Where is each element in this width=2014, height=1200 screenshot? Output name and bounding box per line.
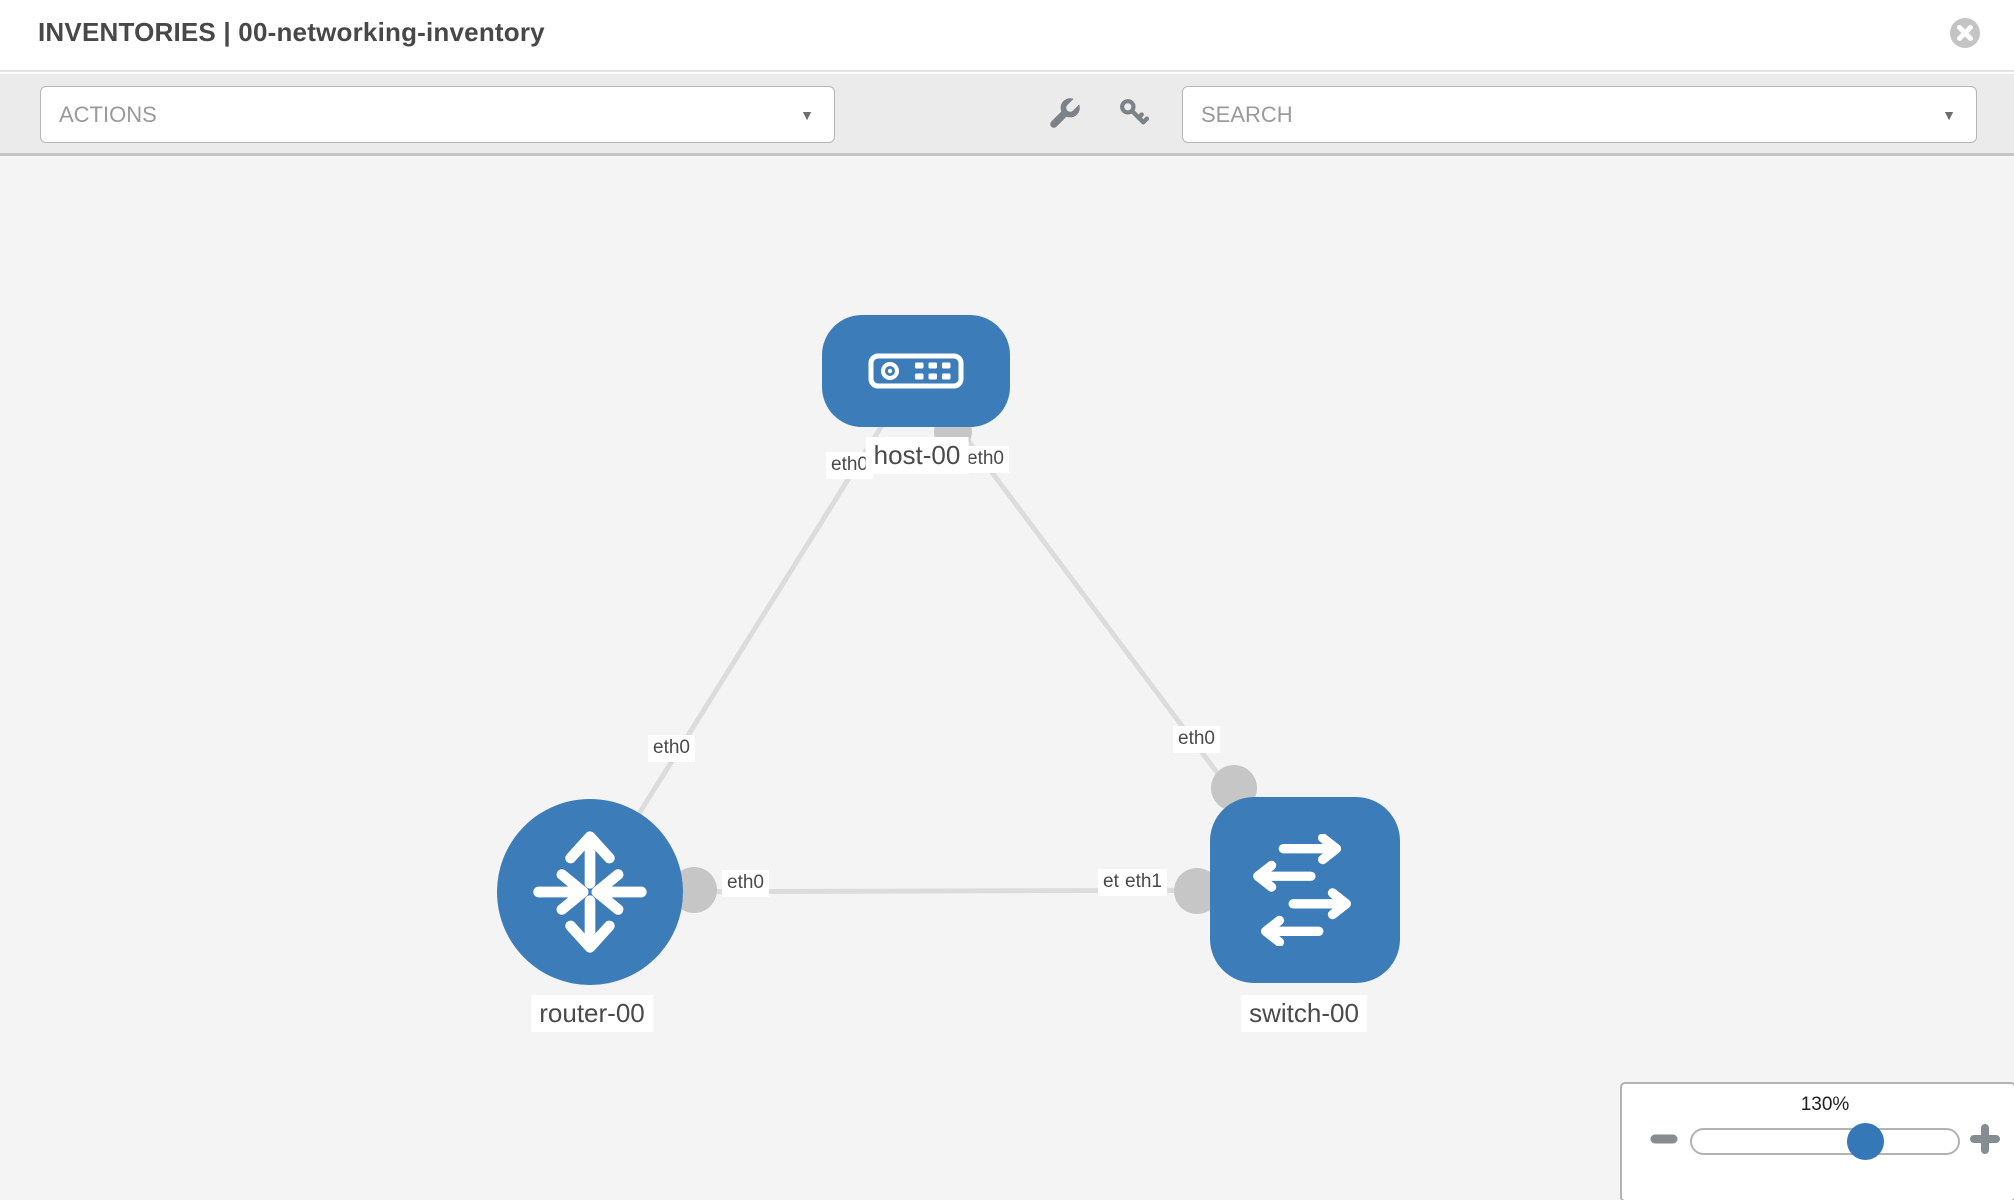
node-label-switch-00[interactable]: switch-00 bbox=[1241, 995, 1367, 1032]
interface-label: eth0 bbox=[648, 735, 695, 762]
page-title: INVENTORIES | 00-networking-inventory bbox=[38, 17, 545, 47]
interface-label: eth0 bbox=[826, 452, 873, 479]
interface-label: eth0 bbox=[962, 446, 1009, 473]
interface-label: eth0 bbox=[722, 870, 769, 897]
zoom-in-button[interactable] bbox=[1970, 1124, 2000, 1159]
node-router-00[interactable] bbox=[497, 799, 683, 985]
caret-down-icon: ▼ bbox=[800, 106, 814, 123]
actions-dropdown-label: ACTIONS bbox=[59, 101, 157, 127]
caret-down-icon: ▼ bbox=[1942, 106, 1956, 123]
toolbar: ACTIONS ▼ SEARCH ▼ bbox=[0, 74, 2014, 156]
actions-dropdown[interactable]: ACTIONS ▼ bbox=[40, 86, 835, 143]
zoom-out-button[interactable] bbox=[1650, 1132, 1678, 1150]
node-host-00[interactable] bbox=[822, 315, 1010, 427]
interface-label: eth0 bbox=[1173, 726, 1220, 753]
zoom-slider-thumb[interactable] bbox=[1847, 1123, 1884, 1160]
router-icon bbox=[533, 831, 647, 953]
switch-icon bbox=[1253, 834, 1351, 946]
toolbar-icon-group bbox=[1046, 74, 1151, 153]
port-connector-switch-left[interactable] bbox=[1174, 868, 1220, 914]
topology-edges-layer bbox=[587, 369, 1308, 914]
search-dropdown[interactable]: SEARCH ▼ bbox=[1182, 86, 1977, 143]
wrench-icon[interactable] bbox=[1046, 96, 1082, 132]
close-button[interactable] bbox=[1949, 17, 1981, 49]
topology-canvas[interactable]: eth0 eth0 eth0 eth0 eth0 eth0 eth1 host-… bbox=[0, 156, 2014, 1200]
interface-label: eth1 bbox=[1120, 869, 1167, 896]
node-label-router-00[interactable]: router-00 bbox=[531, 995, 653, 1032]
zoom-slider[interactable] bbox=[1690, 1123, 1960, 1160]
zoom-level: 130% bbox=[1800, 1094, 1850, 1115]
node-switch-00[interactable] bbox=[1210, 797, 1400, 983]
close-icon bbox=[1950, 18, 1980, 48]
page-header: INVENTORIES | 00-networking-inventory bbox=[0, 0, 2014, 72]
zoom-panel: 130% bbox=[1620, 1082, 2014, 1200]
plus-icon bbox=[1970, 1124, 2000, 1154]
minus-icon bbox=[1650, 1134, 1678, 1144]
search-dropdown-label: SEARCH bbox=[1201, 101, 1293, 127]
host-icon bbox=[868, 353, 964, 389]
key-icon[interactable] bbox=[1118, 97, 1151, 130]
node-label-host-00[interactable]: host-00 bbox=[865, 437, 969, 474]
